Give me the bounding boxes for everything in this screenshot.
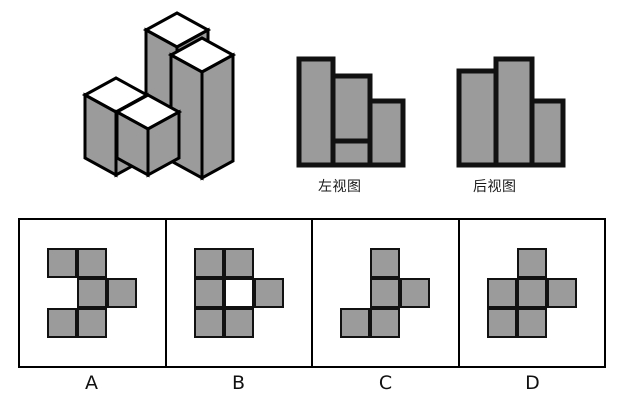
option-a-grid bbox=[47, 248, 138, 338]
option-c-cell-r1c1 bbox=[340, 248, 370, 278]
option-d-cell-r3c2 bbox=[516, 308, 547, 338]
option-d-cell-r1c2 bbox=[516, 248, 547, 278]
option-d-cell-r3c1 bbox=[486, 308, 517, 338]
option-c-cell-r3c2 bbox=[370, 308, 401, 338]
option-c-cell-r1c2 bbox=[370, 248, 401, 278]
option-a-cell-r1c3 bbox=[107, 248, 137, 278]
option-d-cell-r2c1 bbox=[486, 278, 517, 308]
option-c-cell-r1c3 bbox=[400, 248, 430, 278]
option-a-cell-r3c3 bbox=[107, 308, 137, 338]
option-d-cell-r2c2 bbox=[516, 278, 547, 308]
isometric-solid-figure bbox=[81, 11, 237, 181]
option-a[interactable] bbox=[20, 220, 167, 366]
option-b-cell-r3c2 bbox=[223, 308, 254, 338]
left-view-bar-1 bbox=[296, 56, 336, 168]
left-view-figure bbox=[296, 56, 406, 168]
option-c[interactable] bbox=[313, 220, 460, 366]
left-view-bar-3 bbox=[367, 98, 406, 168]
option-d-cell-r1c1 bbox=[487, 248, 517, 278]
option-c-grid bbox=[340, 248, 431, 338]
option-a-label: A bbox=[85, 372, 98, 394]
option-d-cell-r1c3 bbox=[547, 248, 577, 278]
left-view-label: 左视图 bbox=[318, 179, 362, 195]
option-a-cell-r1c1 bbox=[47, 248, 78, 278]
option-c-cell-r3c1 bbox=[340, 308, 371, 338]
option-b-label: B bbox=[231, 372, 246, 394]
option-a-cell-r2c3 bbox=[107, 278, 138, 308]
option-b-cell-r3c1 bbox=[193, 308, 224, 338]
back-view-bar-2 bbox=[493, 56, 535, 168]
option-d-grid bbox=[486, 248, 577, 338]
option-b-cell-r1c1 bbox=[193, 248, 224, 278]
back-right-column-right-face bbox=[200, 52, 235, 181]
option-c-label: C bbox=[378, 372, 393, 394]
option-a-cell-r3c2 bbox=[77, 308, 108, 338]
left-view-bar-2 bbox=[330, 73, 373, 168]
front-middle-column bbox=[113, 93, 183, 178]
option-c-cell-r2c1 bbox=[340, 278, 370, 308]
option-b-cell-r3c3 bbox=[254, 308, 284, 338]
option-a-cell-r2c2 bbox=[77, 278, 108, 308]
front-middle-column-right-face bbox=[146, 109, 181, 178]
option-a-cell-r3c1 bbox=[47, 308, 78, 338]
option-b-cell-r2c3 bbox=[253, 278, 284, 308]
back-view-bar-3 bbox=[529, 98, 566, 168]
option-d[interactable] bbox=[460, 220, 605, 366]
option-d-label: D bbox=[525, 372, 540, 394]
option-d-cell-r3c3 bbox=[547, 308, 577, 338]
option-b-grid bbox=[193, 248, 284, 338]
option-a-cell-r1c2 bbox=[77, 248, 108, 278]
back-view-label: 后视图 bbox=[473, 179, 517, 195]
figures-area: 左视图 后视图 bbox=[81, 11, 566, 195]
option-b-cell-r2c2 bbox=[223, 278, 254, 308]
option-b[interactable] bbox=[167, 220, 313, 366]
option-a-cell-r2c1 bbox=[47, 278, 77, 308]
option-c-cell-r2c2 bbox=[370, 278, 401, 308]
option-b-cell-r1c2 bbox=[223, 248, 254, 278]
back-view-bar-1 bbox=[456, 68, 499, 168]
option-b-cell-r2c1 bbox=[193, 278, 224, 308]
option-c-cell-r2c3 bbox=[400, 278, 431, 308]
option-d-cell-r2c3 bbox=[546, 278, 577, 308]
options-frame bbox=[18, 218, 606, 368]
back-view-figure bbox=[456, 56, 566, 168]
options-labels-row: A B C D bbox=[18, 372, 606, 402]
option-b-cell-r1c3 bbox=[254, 248, 284, 278]
option-c-cell-r3c3 bbox=[400, 308, 430, 338]
